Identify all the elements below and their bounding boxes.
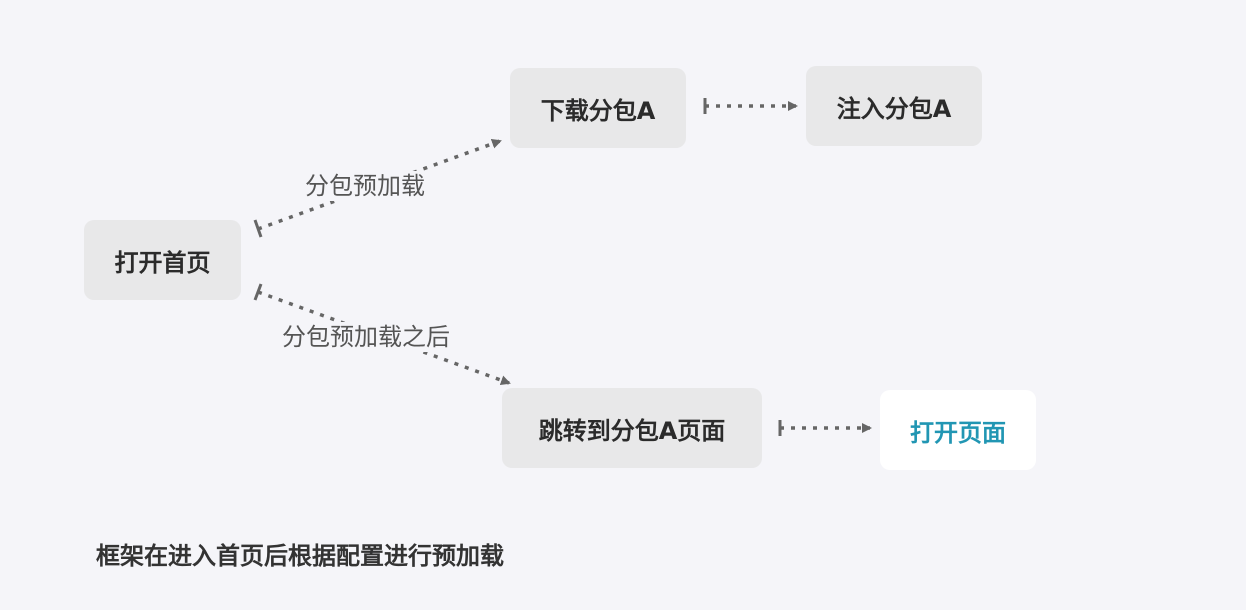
edge-label-after-preload: 分包预加载之后	[280, 322, 452, 352]
edge-download-to-inject	[703, 98, 798, 114]
edge-label-preload: 分包预加载	[303, 171, 427, 201]
node-jump-to-package-a-page: 跳转到分包A页面	[502, 388, 762, 468]
node-open-page: 打开页面	[880, 390, 1036, 470]
edge-preload	[253, 139, 502, 238]
node-inject-package-a: 注入分包A	[806, 66, 982, 146]
diagram-caption: 框架在进入首页后根据配置进行预加载	[96, 542, 504, 570]
node-open-home: 打开首页	[84, 220, 241, 300]
node-download-package-a: 下载分包A	[510, 68, 686, 148]
edge-jump-to-open	[778, 420, 872, 436]
